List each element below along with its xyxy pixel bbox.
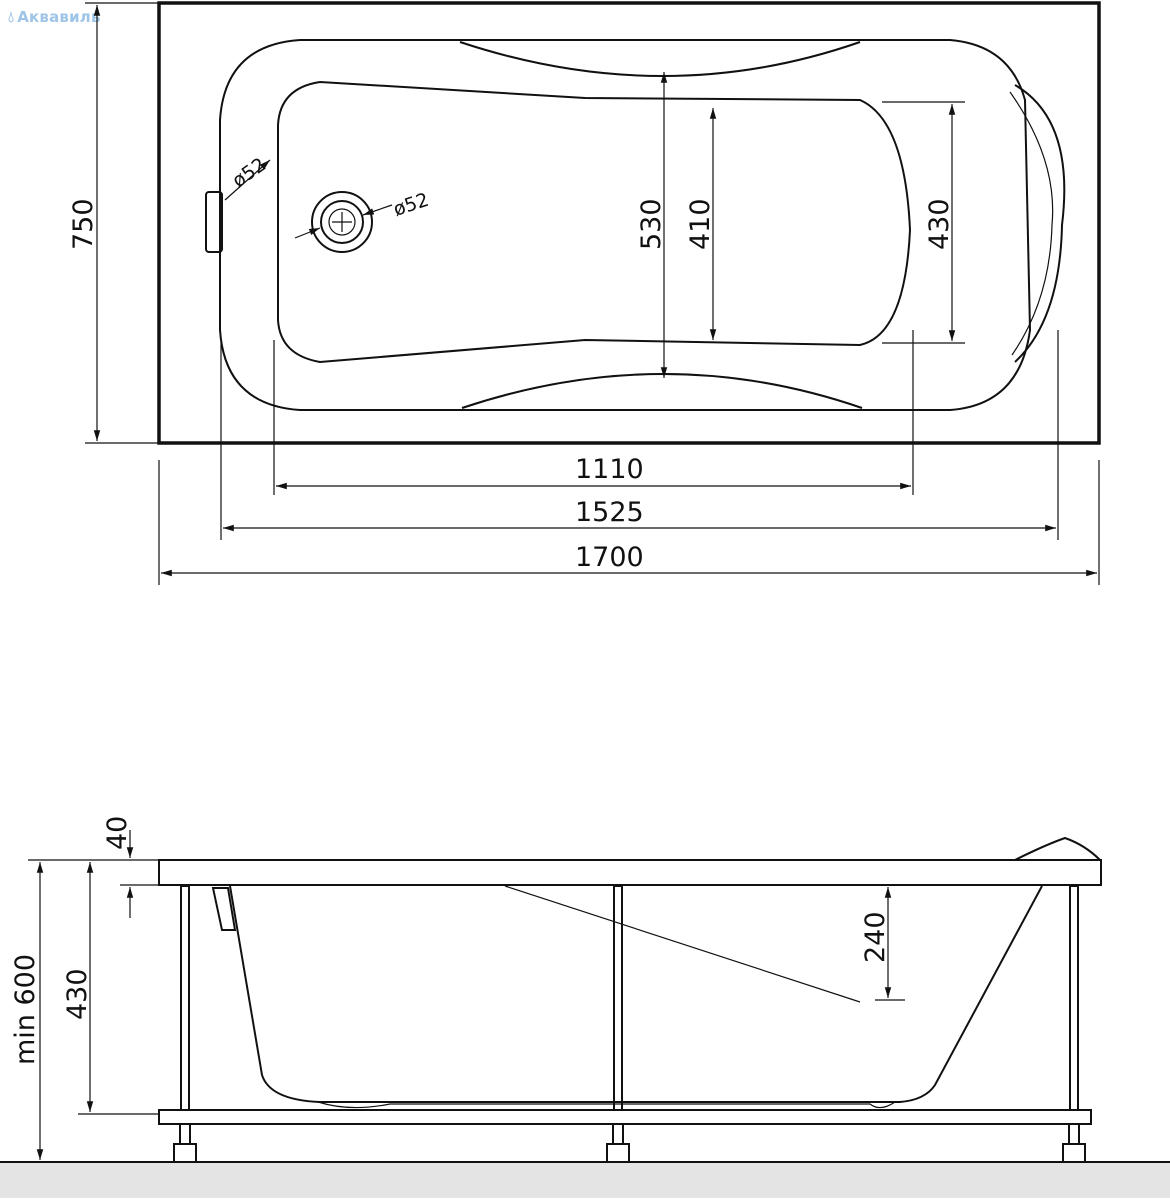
side-headrest — [1014, 836, 1101, 861]
drain — [311, 191, 373, 253]
basin-bottom — [277, 80, 912, 364]
frame-legs — [180, 885, 1079, 1111]
backrest-slope — [504, 885, 861, 1003]
tub-body — [229, 885, 1043, 1103]
leg-feet — [173, 1123, 1086, 1163]
tub-outline-rect — [157, 1, 1101, 445]
armrest-top — [459, 41, 861, 77]
dim-430-label: 430 — [924, 198, 955, 250]
dim-530-label: 530 — [636, 198, 667, 250]
headrest — [1014, 84, 1066, 363]
side-overflow-fitting — [211, 887, 237, 931]
overflow-fitting — [205, 191, 223, 253]
dim-240-label: 240 — [860, 911, 891, 963]
overflow-leader — [224, 159, 271, 201]
brand-name: Аквавиль — [17, 8, 101, 26]
frame-rail — [158, 1109, 1092, 1125]
rim — [158, 859, 1102, 886]
dim-410-label: 410 — [685, 198, 716, 250]
dim-1110-label: 1110 — [575, 454, 644, 485]
drain-leader — [294, 227, 321, 239]
dim-min600-label: min 600 — [10, 954, 41, 1065]
dim-430-side-label: 430 — [62, 968, 93, 1020]
floor-hatch — [0, 1163, 1170, 1198]
basin-rim — [219, 39, 1032, 411]
dim-1700-label: 1700 — [575, 542, 644, 573]
drain-leader-right — [362, 204, 393, 216]
drain-diameter-label: ø52 — [391, 189, 432, 221]
dim-750-label: 750 — [68, 198, 99, 250]
droplet-icon: 💧︎ — [8, 8, 15, 26]
dim-40-label: 40 — [102, 816, 133, 850]
headrest-inner — [1009, 91, 1054, 356]
side-view: min 600 430 40 240 — [0, 816, 1170, 1198]
armrest-bottom — [461, 373, 863, 409]
brand-logo: 💧︎Аквавиль — [8, 8, 101, 26]
dim-1525-label: 1525 — [575, 497, 644, 528]
top-view: ø52 ø52 750 530 410 430 — [68, 1, 1101, 585]
tub-skirt-bottom — [317, 1101, 896, 1109]
overflow-diameter-label: ø52 — [228, 154, 270, 193]
